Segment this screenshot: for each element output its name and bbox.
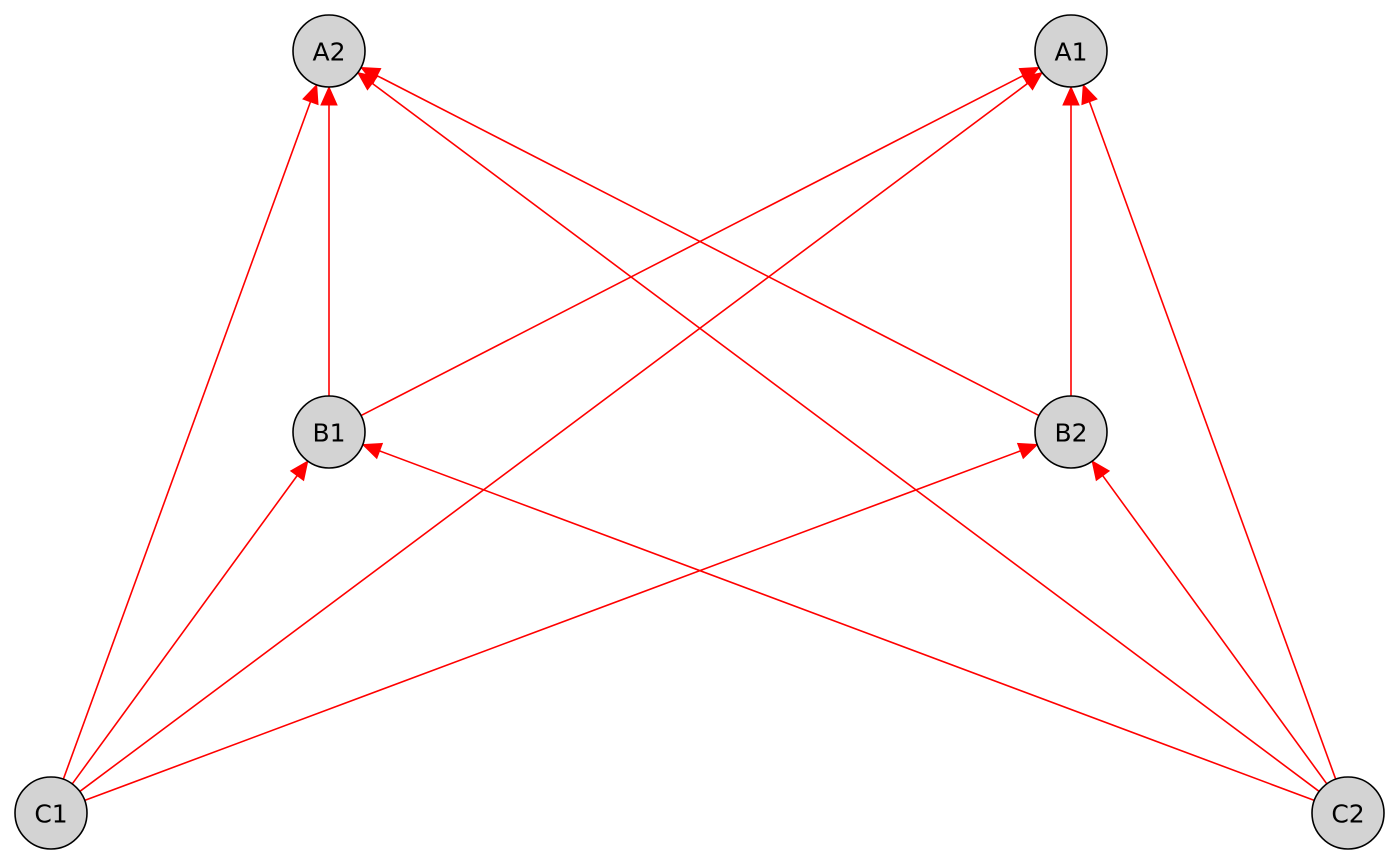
node-b2[interactable]: B2 bbox=[1034, 395, 1108, 469]
node-a2-label: A2 bbox=[312, 38, 345, 67]
edge-c2-to-b1 bbox=[361, 442, 1315, 802]
edge-arrowhead bbox=[1081, 83, 1098, 106]
edge-arrowhead bbox=[1016, 442, 1039, 460]
edge-arrowhead bbox=[289, 460, 309, 482]
node-a2[interactable]: A2 bbox=[292, 14, 366, 88]
edge-arrowhead bbox=[356, 71, 378, 91]
edge-arrowhead bbox=[1091, 460, 1111, 482]
edge-c2-to-a1 bbox=[1081, 83, 1337, 780]
edge-b1-to-a2 bbox=[320, 85, 338, 396]
edges-layer bbox=[62, 66, 1337, 802]
edge-line bbox=[62, 101, 312, 780]
node-a1[interactable]: A1 bbox=[1034, 14, 1108, 88]
edge-c2-to-b2 bbox=[1091, 460, 1328, 785]
edge-line bbox=[379, 450, 1315, 802]
node-c1[interactable]: C1 bbox=[14, 776, 88, 850]
edge-line bbox=[360, 74, 1024, 417]
edge-c1-to-a2 bbox=[62, 83, 319, 780]
node-a1-label: A1 bbox=[1054, 38, 1087, 67]
edge-line bbox=[371, 82, 1320, 793]
node-b1[interactable]: B1 bbox=[292, 395, 366, 469]
nodes-layer: A2 A1 B1 B2 C1 C2 bbox=[14, 14, 1385, 850]
edge-line bbox=[1102, 475, 1328, 785]
edge-arrowhead bbox=[1022, 71, 1044, 91]
edge-c2-to-a2 bbox=[356, 71, 1320, 793]
node-c2[interactable]: C2 bbox=[1311, 776, 1385, 850]
edge-arrowhead bbox=[302, 83, 319, 106]
node-c1-label: C1 bbox=[34, 800, 67, 829]
edge-c1-to-b1 bbox=[71, 460, 309, 785]
edge-arrowhead bbox=[1062, 85, 1080, 106]
edge-b2-to-a1 bbox=[1062, 85, 1080, 396]
edge-arrowhead bbox=[361, 442, 384, 460]
edge-line bbox=[79, 82, 1029, 793]
edge-line bbox=[376, 74, 1040, 417]
edge-c1-to-b2 bbox=[84, 442, 1039, 802]
edge-line bbox=[1088, 101, 1337, 780]
edge-arrowhead bbox=[320, 85, 338, 106]
node-c2-label: C2 bbox=[1331, 800, 1364, 829]
edge-c1-to-a1 bbox=[79, 71, 1044, 793]
node-b2-label: B2 bbox=[1054, 419, 1087, 448]
edge-line bbox=[71, 475, 298, 785]
edge-line bbox=[84, 450, 1021, 802]
node-b1-label: B1 bbox=[312, 419, 345, 448]
